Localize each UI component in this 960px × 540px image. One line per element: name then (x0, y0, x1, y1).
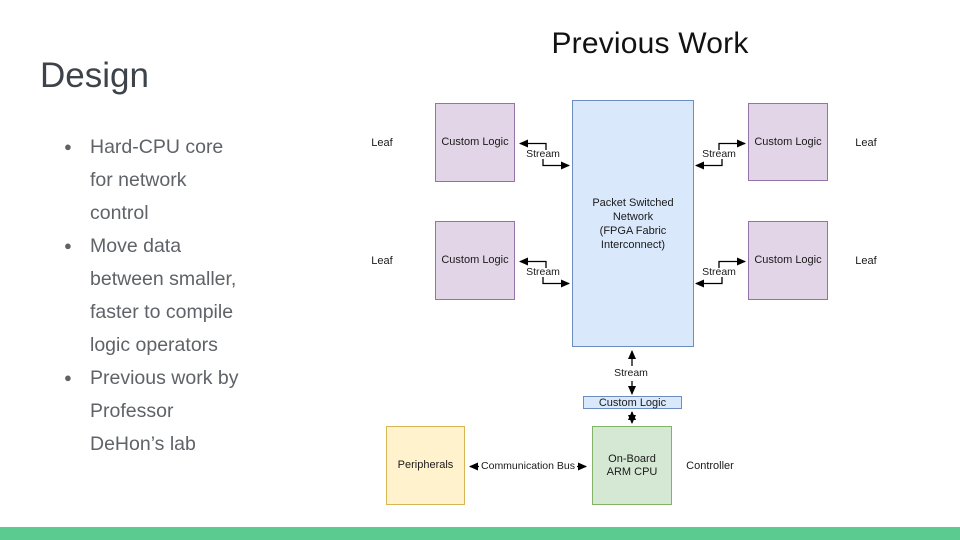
stream-label-top-right: Stream (702, 148, 736, 160)
bullet-text: Move data between smaller, faster to com… (90, 235, 237, 356)
leaf-label-top-left: Leaf (371, 137, 393, 149)
packet-switched-network-box: Packet Switched Network (FPGA Fabric Int… (572, 100, 694, 347)
bullet-item: ● Hard-CPU core for network control (64, 131, 314, 230)
stream-label-bottom-right: Stream (702, 266, 736, 278)
bullet-item: ● Move data between smaller, faster to c… (64, 230, 314, 362)
controller-label: Controller (686, 460, 734, 472)
bullet-text: Previous work by Professor DeHon’s lab (90, 367, 239, 455)
leaf-label-bottom-left: Leaf (371, 255, 393, 267)
diagram-title: Previous Work (551, 27, 749, 60)
communication-bus-label: Communication Bus (481, 460, 575, 472)
stream-label-bottom: Stream (614, 367, 648, 379)
custom-logic-box-top-right: Custom Logic (748, 103, 828, 181)
bullet-list: ● Hard-CPU core for network control ● Mo… (64, 131, 314, 461)
slide-accent-bar (0, 527, 960, 540)
leaf-label-top-right: Leaf (855, 137, 877, 149)
bullet-text: Hard-CPU core for network control (90, 136, 224, 224)
bullet-icon: ● (64, 238, 72, 253)
peripherals-box: Peripherals (386, 426, 465, 505)
on-board-arm-cpu-box: On-Board ARM CPU (592, 426, 672, 505)
bullet-item: ● Previous work by Professor DeHon’s lab (64, 362, 314, 461)
custom-logic-box-top-left: Custom Logic (435, 103, 515, 182)
custom-logic-bridge-box: Custom Logic (583, 396, 682, 409)
custom-logic-box-bottom-left: Custom Logic (435, 221, 515, 300)
leaf-label-bottom-right: Leaf (855, 255, 877, 267)
stream-label-bottom-left: Stream (526, 266, 560, 278)
slide-title: Design (40, 56, 149, 95)
bullet-icon: ● (64, 139, 72, 154)
stream-label-top-left: Stream (526, 148, 560, 160)
custom-logic-box-bottom-right: Custom Logic (748, 221, 828, 300)
bullet-icon: ● (64, 370, 72, 385)
